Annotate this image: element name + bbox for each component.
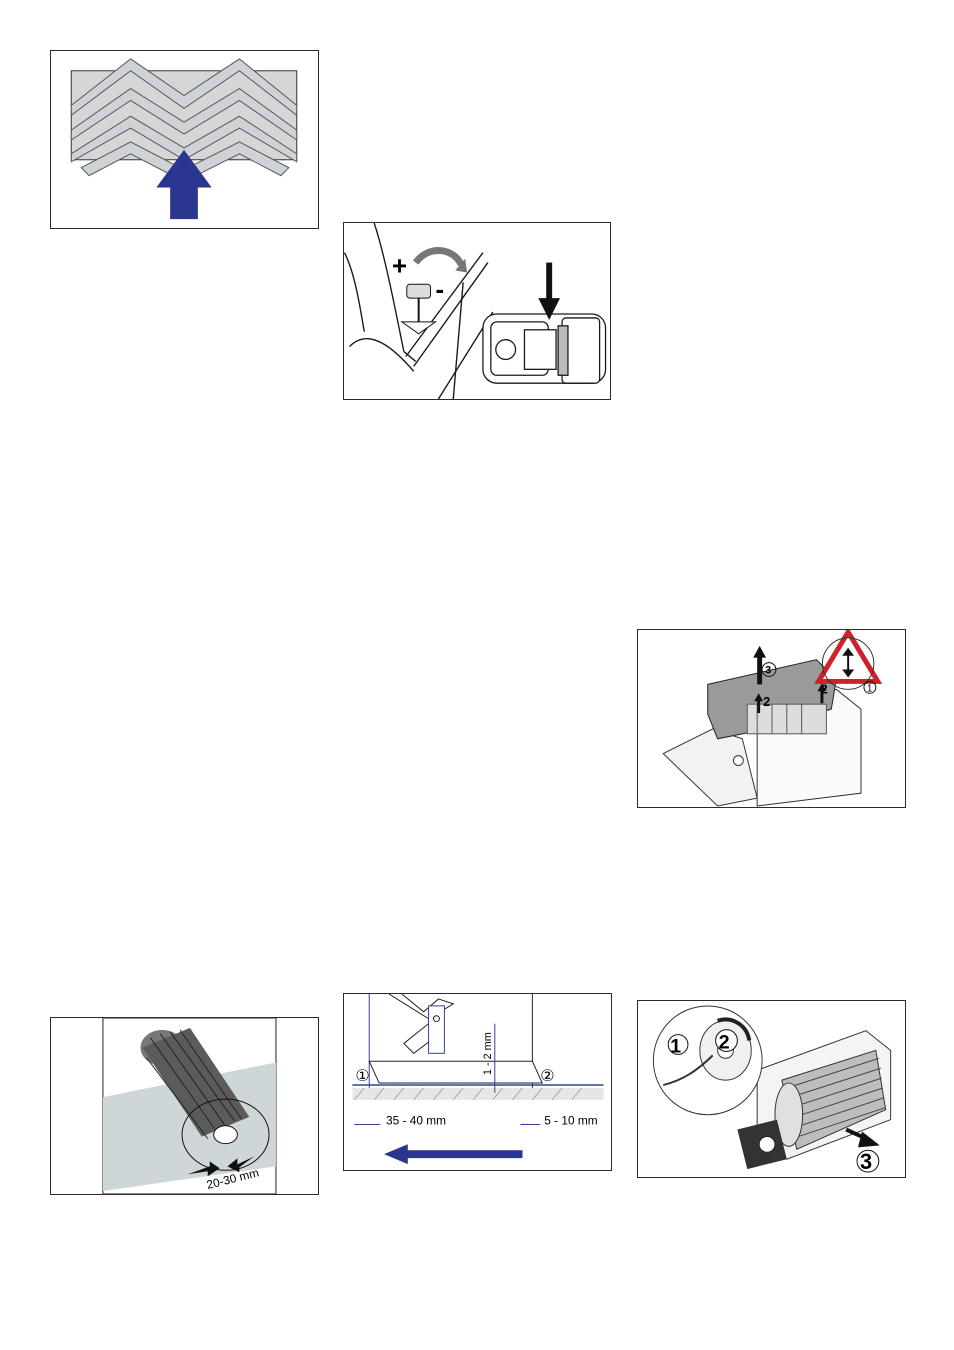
svg-text:2: 2 [763,694,770,709]
figure-adjust: + - [343,222,611,400]
figure-roller: 1 2 3 [637,1000,906,1178]
down-arrow-icon [538,263,560,320]
left-arrow-icon [384,1144,522,1164]
squeegee-illustration: ① ② 1 - 2 mm 35 - 40 mm 5 - 10 mm [344,994,611,1170]
circle-label-2: ② [540,1068,554,1085]
roller-illustration: 1 2 3 [638,1001,905,1177]
adjust-illustration: + - [344,223,610,399]
cover-illustration: 3 2 2 1 [638,630,905,807]
pull-arrow-icon [846,1130,880,1148]
filter-illustration [51,51,318,228]
minus-label: - [435,276,444,304]
svg-text:3: 3 [860,1149,872,1174]
svg-text:2: 2 [719,1031,730,1053]
left-offset-label: 35 - 40 mm [386,1114,446,1128]
figure-cover: 3 2 2 1 [637,629,906,808]
circle-label-1: ① [355,1068,369,1085]
svg-text:3: 3 [765,665,771,677]
figure-filter [50,50,319,229]
right-offset-label: 5 - 10 mm [544,1114,597,1128]
plus-label: + [392,252,407,280]
figure-brush: 20-30 mm [50,1017,319,1195]
figure-squeegee: ① ② 1 - 2 mm 35 - 40 mm 5 - 10 mm [343,993,612,1171]
gap-label: 1 - 2 mm [482,1032,494,1075]
rotate-arrow-icon [416,250,461,264]
machine-top [483,314,606,383]
svg-text:2: 2 [820,681,827,696]
svg-text:1: 1 [670,1035,681,1057]
brush-illustration: 20-30 mm [51,1018,318,1194]
squeegee-blade [389,994,453,1053]
knob [402,284,436,333]
svg-text:1: 1 [867,683,873,694]
